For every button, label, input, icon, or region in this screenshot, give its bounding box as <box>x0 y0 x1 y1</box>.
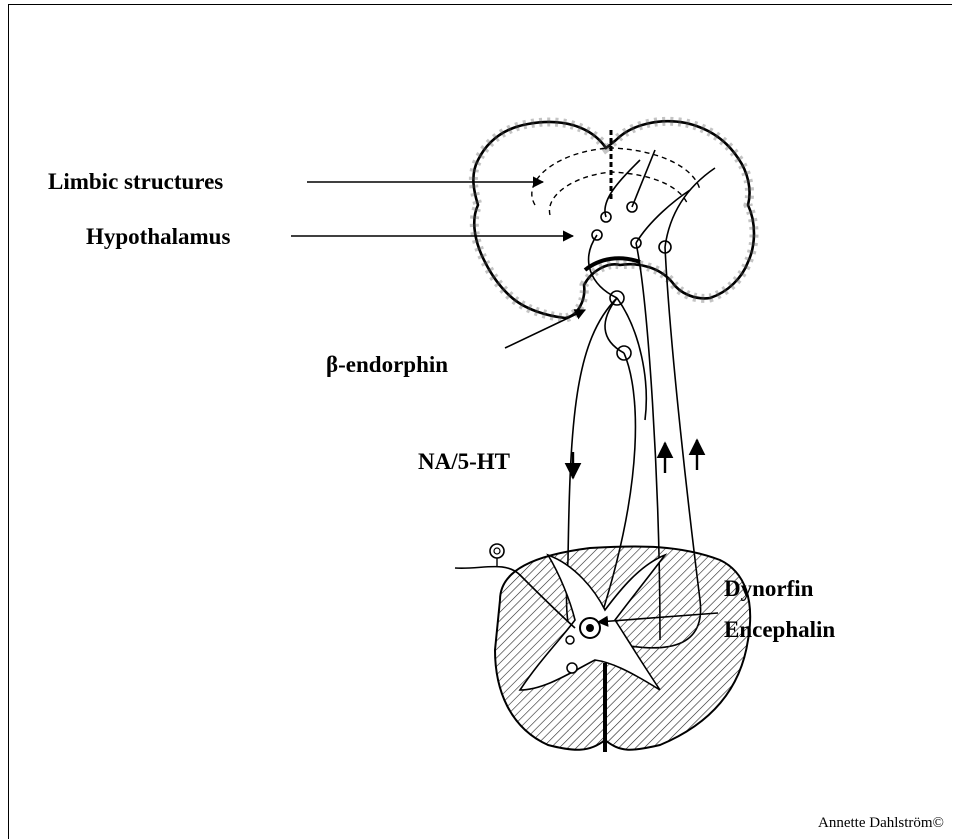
spinal-cord-section <box>455 544 750 752</box>
copyright-credit: Annette Dahlström© <box>818 815 944 832</box>
hypothalamus-label: Hypothalamus <box>86 225 230 248</box>
limbic-structures-label: Limbic structures <box>48 170 223 193</box>
na-5ht-label: NA/5-HT <box>418 450 510 473</box>
beta-endorphin-label: β-endorphin <box>326 353 448 376</box>
brain-section <box>473 121 754 318</box>
dynorfin-label: Dynorfin <box>724 577 813 600</box>
encephalin-label: Encephalin <box>724 618 835 641</box>
